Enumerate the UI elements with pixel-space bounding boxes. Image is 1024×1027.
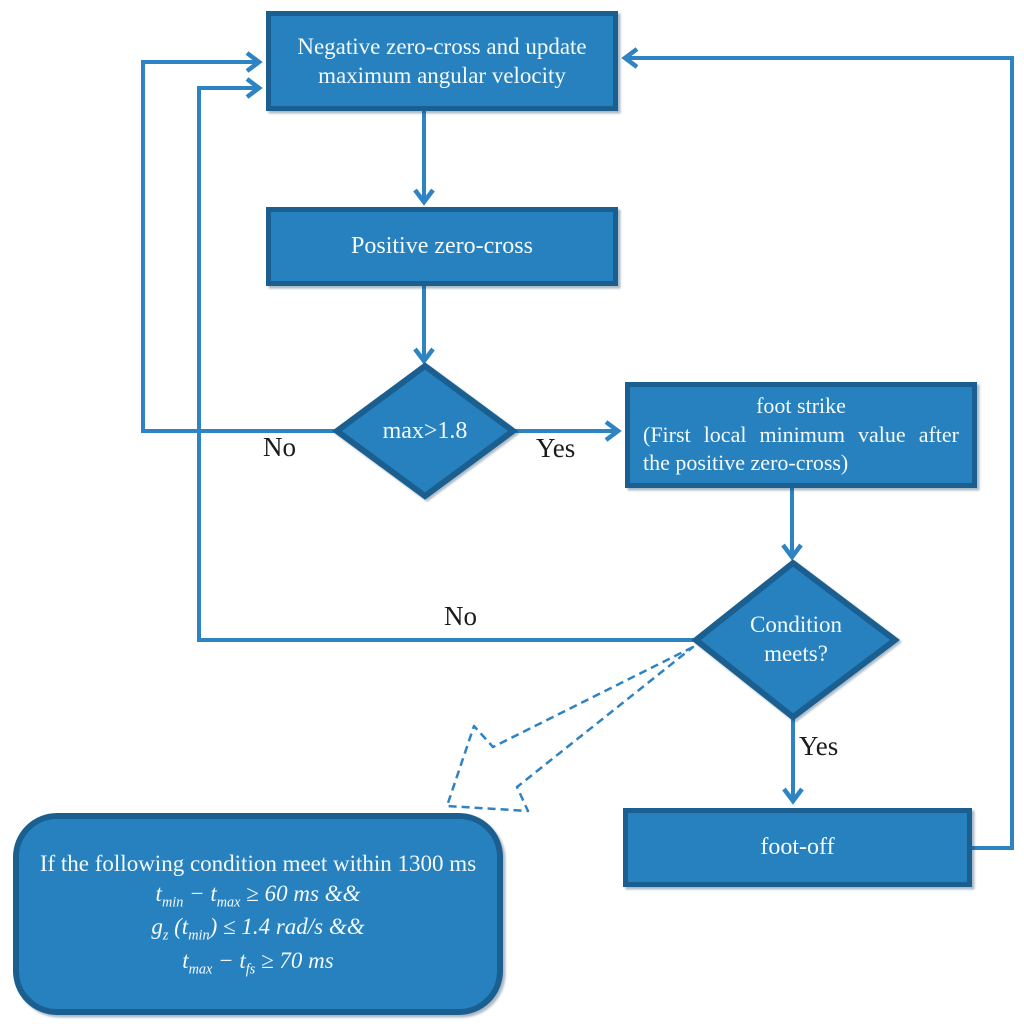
edge-label-condition-no: No <box>444 601 477 631</box>
decision-condition-diamond <box>691 559 900 721</box>
decision-max-label: max>1.8 <box>382 418 468 444</box>
decision-max-diamond <box>331 362 519 500</box>
callout-formula-line: tmax − tfs ≥ 70 ms <box>182 947 334 978</box>
node-foot-strike: foot strike (First local minimum value a… <box>625 382 977 488</box>
callout-formula-line: gz (tmin) ≤ 1.4 rad/s && <box>151 914 365 945</box>
node-condition-callout: If the following condition meet within 1… <box>13 813 503 1015</box>
node-foot-strike-detail: (First local minimum value after the pos… <box>643 421 959 476</box>
decision-condition-text: Condition meets? <box>749 612 842 666</box>
node-negative-zero-cross-label: Negative zero-cross and update maximum a… <box>297 33 587 88</box>
node-positive-zero-cross: Positive zero-cross <box>266 207 618 286</box>
node-foot-off-label: foot-off <box>760 834 835 860</box>
node-negative-zero-cross: Negative zero-cross and update maximum a… <box>266 11 618 111</box>
edge-label-max-yes: Yes <box>536 433 576 463</box>
node-positive-zero-cross-label: Positive zero-cross <box>351 233 533 259</box>
feedback-footoff-to-negative <box>621 47 1014 850</box>
decision-condition-label: Condition meets? <box>696 563 896 717</box>
node-foot-strike-title: foot strike <box>756 393 846 419</box>
callout-intro: If the following condition meet within 1… <box>39 850 477 876</box>
callout-dashed-arrow <box>445 645 695 813</box>
node-foot-off: foot-off <box>623 808 972 887</box>
callout-formula-line: tmin − tmax ≥ 60 ms && <box>155 881 361 911</box>
edge-label-max-no: No <box>263 432 296 462</box>
feedback-max-no-to-negative <box>141 51 338 433</box>
callout-formulas: tmin − tmax ≥ 60 ms &&gz (tmin) ≤ 1.4 ra… <box>151 879 364 979</box>
edge-label-condition-yes: Yes <box>799 731 839 761</box>
feedback-condition-no-to-negative <box>197 77 695 642</box>
